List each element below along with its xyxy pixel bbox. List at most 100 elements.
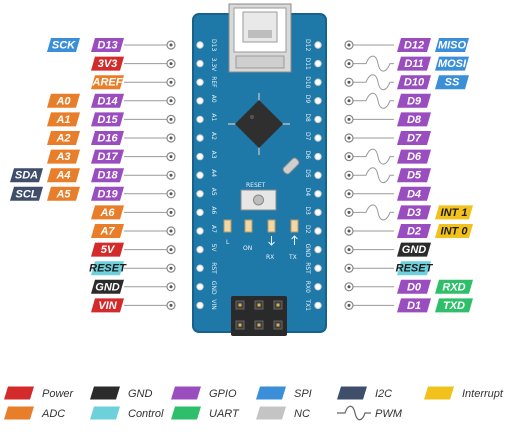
left-silk-a3: A3	[210, 151, 217, 159]
left-pin-label-3v3: 3V3	[91, 56, 124, 71]
left-pin-label-a2: A2	[47, 131, 80, 145]
legend-swatch	[424, 386, 454, 400]
board-pin-hole	[314, 301, 322, 310]
right-silk-d7: D7	[304, 132, 311, 141]
right-pin-label-int-1-text: INT 1	[441, 207, 468, 219]
left-pin-label-vin: VIN	[91, 298, 124, 313]
left-pin-label-a4-text: A4	[55, 170, 70, 182]
right-pin-label-d10: D10	[397, 75, 431, 90]
right-pin-label-d7-text: D7	[407, 133, 422, 145]
left-pin-label-d19-text: D19	[97, 188, 118, 200]
left-pin-row-a3: A3 D17	[47, 149, 176, 164]
legend-swatch	[171, 386, 201, 400]
right-pin-row-d3: D3 INT 1	[344, 204, 473, 221]
board-pin-hole	[196, 134, 204, 142]
board-pin-hole	[196, 97, 204, 105]
left-silk-a7: A7	[210, 225, 217, 233]
legend-swatch	[4, 386, 34, 400]
left-pin-row-3-3v: 3V3	[91, 56, 176, 71]
led-rx	[267, 219, 276, 233]
left-pin-label-a5-text: A5	[55, 188, 71, 200]
legend-label: GND	[128, 388, 153, 400]
right-pin-row-rst: RESET	[344, 261, 434, 276]
board-pin-hole	[314, 115, 322, 124]
left-silk-d13: D13	[210, 39, 217, 51]
legend-item-uart: UART	[171, 406, 240, 420]
left-silk-3-3v: 3.3V	[210, 58, 217, 73]
board-pin-hole	[314, 152, 322, 161]
right-pin-label-d11: D11	[397, 56, 431, 71]
left-pin-label-d15-text: D15	[97, 114, 118, 126]
right-pin-label-mosi: MOSI	[435, 56, 469, 71]
left-pin-row-5v: 5V	[91, 242, 176, 257]
left-pin-label-d14-text: D14	[97, 95, 117, 107]
right-pin-label-gnd-text: GND	[402, 244, 427, 256]
pwm-legend-swatch	[337, 405, 371, 421]
legend-label: NC	[294, 408, 310, 420]
board-pin-hole	[196, 78, 204, 86]
left-pin-label-a3-text: A3	[55, 151, 70, 163]
legend-item-nc: NC	[256, 406, 310, 420]
right-pin-row-d5: D5	[344, 167, 431, 184]
right-pin-row-d11: D11 MOSI	[344, 55, 469, 72]
left-pin-label-gnd-text: GND	[95, 281, 120, 293]
left-pin-label-d15: D15	[91, 112, 124, 127]
left-pin-label-sck: SCK	[47, 38, 80, 52]
board-pin-hole	[314, 41, 322, 49]
legend-item-power: Power	[4, 386, 75, 400]
pwm-wave	[353, 74, 394, 91]
left-pin-label-sck-text: SCK	[52, 40, 76, 52]
left-pin-label-d19: D19	[91, 186, 124, 201]
nano-board: RESET L ON RX TX D133.3VREFA0A1A2A3A4A5A…	[192, 3, 327, 336]
board-pin-hole	[314, 78, 322, 86]
left-silk-rst: RST	[210, 262, 217, 274]
legend-swatch	[171, 406, 201, 420]
led-rx-label: RX	[266, 254, 274, 261]
right-silk-tx1: TX1	[304, 298, 311, 311]
left-pin-label-a1-text: A1	[55, 114, 70, 126]
left-pin-label-d17: D17	[91, 149, 124, 164]
legend-swatch	[4, 406, 34, 420]
right-pin-label-d5-text: D5	[407, 170, 422, 182]
board-pin-hole	[314, 59, 322, 68]
right-pin-row-d9: D9	[344, 92, 431, 109]
led-tx	[290, 219, 299, 233]
right-pin-label-d3-text: D3	[407, 207, 421, 219]
left-pin-label-reset-text: RESET	[89, 263, 127, 275]
pwm-wave	[353, 92, 394, 109]
left-pin-label-a0-text: A0	[55, 95, 71, 107]
right-pin-label-rxd: RXD	[435, 279, 473, 294]
right-pin-label-d7: D7	[397, 131, 431, 145]
right-pin-label-ss: SS	[435, 75, 469, 90]
usb-connector	[228, 3, 292, 73]
right-silk-gnd: GND	[304, 244, 311, 258]
board-pin-hole	[314, 208, 322, 217]
board-pin-hole	[196, 301, 204, 310]
pwm-wave	[353, 55, 394, 72]
legend-item-control: Control	[90, 406, 164, 420]
legend-label: Interrupt	[462, 388, 504, 400]
left-pin-label-d16-text: D16	[97, 133, 118, 145]
legend-label: UART	[209, 408, 240, 420]
right-silk-d9: D9	[304, 95, 311, 104]
right-pin-label-miso-text: MISO	[438, 40, 467, 52]
left-pin-label-a0: A0	[47, 93, 80, 108]
left-pin-row-a6: A6	[91, 205, 176, 220]
board-pin-hole	[314, 283, 322, 291]
right-pin-label-d3: D3	[397, 205, 431, 220]
board-pin-hole	[314, 171, 322, 179]
legend-label: GPIO	[209, 388, 237, 400]
right-silk-d12: D12	[304, 39, 311, 51]
legend-swatch	[256, 386, 286, 400]
reset-silk-label: RESET	[246, 182, 266, 189]
left-pin-label-scl-text: SCL	[16, 188, 38, 200]
right-silk-rx0: RX0	[304, 281, 311, 293]
left-pin-label-gnd: GND	[91, 279, 124, 294]
board-pin-hole	[196, 208, 204, 217]
legend-swatch	[90, 406, 120, 420]
right-pin-row-d8: D8	[344, 112, 431, 127]
